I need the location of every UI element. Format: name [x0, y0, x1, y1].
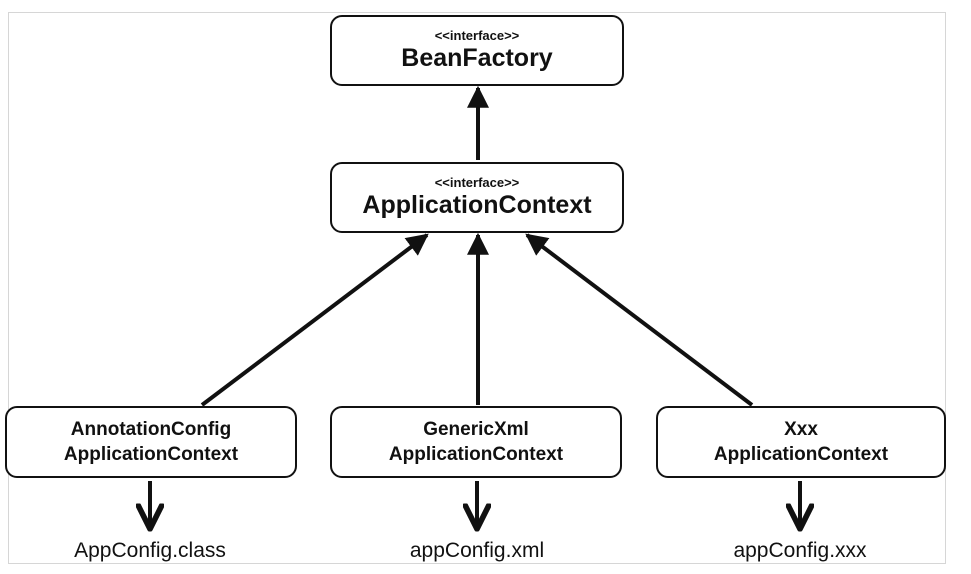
genericxml-line1: GenericXml — [423, 419, 529, 440]
beanfactory-box: <<interface>> BeanFactory — [330, 15, 624, 86]
beanfactory-stereotype: <<interface>> — [434, 27, 520, 43]
xxx-line1: Xxx — [784, 419, 818, 440]
applicationcontext-title: ApplicationContext — [362, 190, 592, 219]
applicationcontext-stereotype: <<interface>> — [434, 174, 520, 190]
xxx-line2: ApplicationContext — [713, 444, 889, 465]
annotationconfig-line2: ApplicationContext — [63, 444, 239, 465]
applicationcontext-box: <<interface>> ApplicationContext — [330, 162, 624, 233]
genericxml-box: GenericXml ApplicationContext — [330, 406, 622, 478]
config-xxx-label: appConfig.xxx — [733, 539, 867, 562]
arrow-annotation-to-appcontext — [200, 233, 429, 407]
xxx-box: Xxx ApplicationContext — [656, 406, 946, 478]
diagram-frame — [8, 12, 946, 564]
genericxml-line2: ApplicationContext — [388, 444, 564, 465]
config-xml-label: appConfig.xml — [409, 539, 545, 562]
config-annotation-label: AppConfig.class — [74, 539, 226, 562]
annotationconfig-line1: AnnotationConfig — [70, 419, 232, 440]
annotationconfig-box: AnnotationConfig ApplicationContext — [5, 406, 297, 478]
beanfactory-title: BeanFactory — [401, 43, 553, 72]
arrow-xxx-to-appcontext — [525, 233, 754, 407]
